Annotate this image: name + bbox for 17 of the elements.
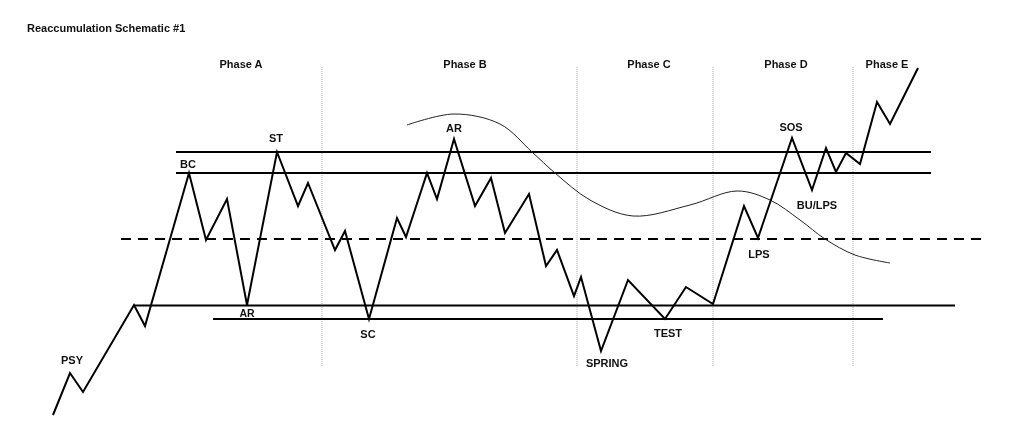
phase-label: Phase C — [627, 58, 671, 70]
event-label: AR — [239, 307, 255, 318]
event-label: SOS — [779, 121, 803, 133]
event-label: ST — [268, 132, 284, 144]
event-label: AR — [446, 122, 462, 134]
phase-label: Phase E — [865, 58, 909, 70]
event-label: LPS — [748, 248, 770, 260]
phase-label: Phase D — [764, 58, 808, 70]
event-label: BC — [180, 158, 196, 170]
event-label: PSY — [61, 354, 83, 366]
chart-title: Reaccumulation Schematic #1 — [27, 23, 186, 34]
event-label: SC — [360, 328, 376, 340]
phase-label: Phase B — [443, 58, 487, 70]
event-label: BU/LPS — [796, 199, 838, 211]
phase-label: Phase A — [219, 58, 263, 70]
event-label: TEST — [653, 327, 683, 339]
event-label: SPRING — [585, 357, 629, 369]
